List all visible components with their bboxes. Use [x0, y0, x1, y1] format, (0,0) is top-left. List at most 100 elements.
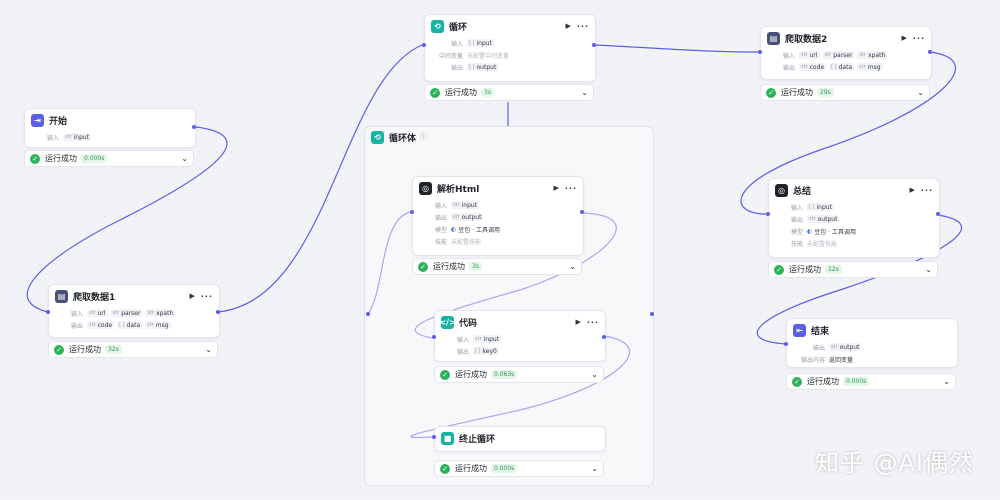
chevron-down-icon[interactable]: ⌄	[181, 154, 188, 163]
run-button[interactable]: ▶	[901, 34, 907, 42]
loop-body-title: 循环体	[389, 133, 417, 144]
chevron-down-icon[interactable]: ⌄	[591, 464, 598, 473]
check-icon: ✓	[440, 369, 450, 380]
model-icon: ◐	[807, 227, 813, 235]
chevron-down-icon[interactable]: ⌄	[917, 88, 924, 97]
end-input-port[interactable]	[784, 342, 788, 346]
parse-output-port[interactable]	[580, 210, 584, 214]
summary-input-port[interactable]	[766, 212, 770, 216]
run-button[interactable]: ▶	[575, 318, 581, 326]
run-button[interactable]: ▶	[909, 186, 915, 194]
watermark: 知乎 @AI偶然	[814, 449, 974, 477]
node-title: 开始	[49, 116, 68, 127]
run-time-badge: 29s	[817, 88, 834, 97]
document-icon: ▤	[767, 31, 780, 45]
run-time-badge: 0.063s	[491, 370, 518, 379]
more-icon[interactable]: ···	[200, 291, 213, 301]
code-icon: </>	[439, 315, 456, 329]
run-button[interactable]: ▶	[565, 22, 571, 30]
summary-output-port[interactable]	[936, 212, 940, 216]
loop-icon: ⟲	[371, 130, 384, 144]
node-title: 终止循环	[459, 434, 496, 445]
info-icon[interactable]: ⓘ	[420, 133, 428, 141]
crawl1-output-port[interactable]	[216, 310, 220, 314]
model-icon: ◐	[451, 225, 457, 233]
run-time-badge: 0.000s	[81, 154, 108, 163]
loop-body-header: ⟲ 循环体 ⓘ	[365, 127, 653, 147]
more-icon[interactable]: ···	[586, 317, 599, 327]
crawl1-input-port[interactable]	[46, 310, 50, 314]
check-icon: ✓	[766, 87, 776, 98]
ai-model-icon: ◎	[419, 181, 432, 195]
node-loop[interactable]: ⟲ 循环 ▶··· 输入 [ ]input 中间变量 未配置中间变量 输出 [ …	[424, 14, 596, 82]
check-icon: ✓	[30, 153, 40, 164]
loop-body-input-port[interactable]	[366, 312, 370, 316]
node-title: 解析Html	[437, 184, 480, 195]
code-output-port[interactable]	[602, 335, 606, 339]
login-icon: ⇥	[31, 113, 44, 127]
chevron-down-icon[interactable]: ⌄	[569, 262, 576, 271]
chevron-down-icon[interactable]: ⌄	[591, 370, 598, 379]
run-time-badge: 0.000s	[843, 377, 870, 386]
more-icon[interactable]: ···	[564, 183, 577, 193]
chevron-down-icon[interactable]: ⌄	[581, 88, 588, 97]
check-icon: ✓	[440, 463, 450, 474]
document-icon: ▤	[55, 289, 68, 303]
run-time-badge: 0.000s	[491, 464, 518, 473]
node-title: 结束	[811, 326, 830, 337]
chevron-down-icon[interactable]: ⌄	[205, 345, 212, 354]
chevron-down-icon[interactable]: ⌄	[943, 377, 950, 386]
chevron-down-icon[interactable]: ⌄	[925, 265, 932, 274]
run-time-badge: 3s	[469, 262, 482, 271]
start-output-port[interactable]	[192, 125, 196, 129]
node-title: 爬取数据1	[73, 292, 116, 303]
node-title: 循环	[449, 22, 468, 33]
code-input-port[interactable]	[432, 335, 436, 339]
loop-input-port[interactable]	[422, 43, 426, 47]
more-icon[interactable]: ···	[576, 21, 589, 31]
loop-icon: ⟲	[431, 19, 444, 33]
run-time-badge: 12s	[825, 265, 842, 274]
check-icon: ✓	[418, 261, 428, 272]
check-icon: ✓	[774, 264, 784, 275]
check-icon: ✓	[792, 376, 802, 387]
check-icon: ✓	[54, 344, 64, 355]
node-title: 总结	[793, 186, 812, 197]
parse-input-port[interactable]	[410, 210, 414, 214]
loop-body-output-port[interactable]	[650, 312, 654, 316]
node-title: 爬取数据2	[785, 34, 828, 45]
crawl2-input-port[interactable]	[758, 50, 762, 54]
run-button[interactable]: ▶	[189, 292, 195, 300]
loop-output-port[interactable]	[592, 43, 596, 47]
run-button[interactable]: ▶	[553, 184, 559, 192]
more-icon[interactable]: ···	[920, 185, 933, 195]
run-time-badge: 32s	[105, 345, 122, 354]
node-title: 代码	[459, 318, 478, 329]
crawl2-output-port[interactable]	[928, 50, 932, 54]
node-stop-loop[interactable]: ■ 终止循环	[434, 426, 606, 452]
stop-input-port[interactable]	[432, 435, 436, 439]
check-icon: ✓	[430, 87, 440, 98]
ai-model-icon: ◎	[775, 183, 788, 197]
logout-icon: ⇤	[793, 323, 806, 337]
stop-icon: ■	[441, 431, 454, 445]
more-icon[interactable]: ···	[912, 33, 925, 43]
